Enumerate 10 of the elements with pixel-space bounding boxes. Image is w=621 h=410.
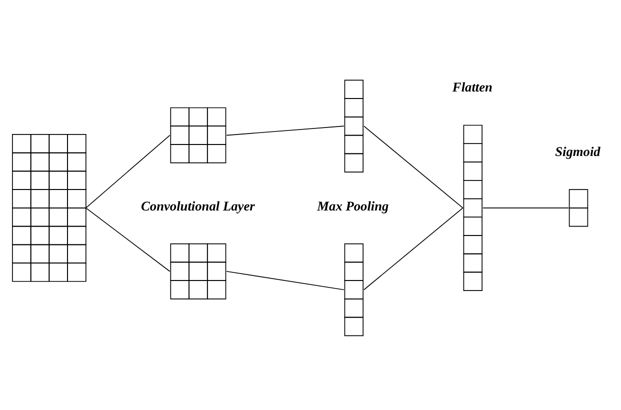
connector	[364, 126, 464, 208]
connector	[86, 134, 170, 208]
label: Flatten	[452, 80, 492, 95]
label: Sigmoid	[555, 144, 600, 159]
label: Convolutional Layer	[141, 198, 255, 214]
connector	[226, 126, 344, 136]
label: Max Pooling	[317, 198, 389, 214]
connector	[226, 270, 344, 290]
connector	[364, 208, 464, 290]
connector	[86, 208, 170, 272]
